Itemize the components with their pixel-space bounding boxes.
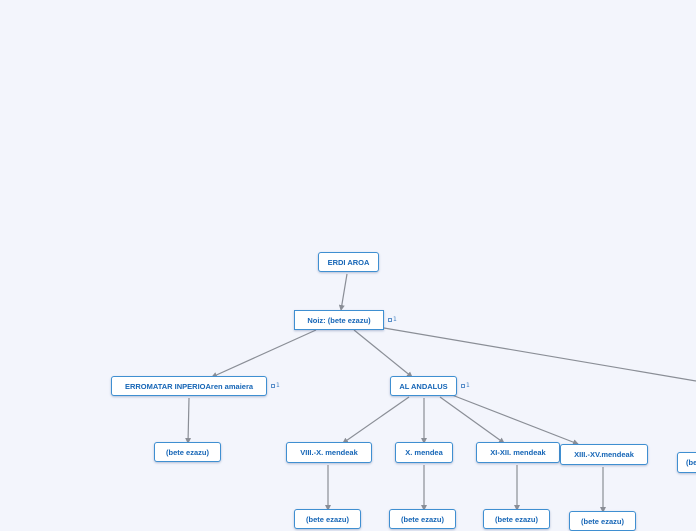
node-xiii-xv[interactable]: XIII.-XV.mendeak: [560, 444, 648, 465]
note-badge-erromatar[interactable]: 1: [271, 382, 280, 389]
node-viii-x-child[interactable]: (bete ezazu): [294, 509, 361, 529]
node-viii-x[interactable]: VIII.-X. mendeak: [286, 442, 372, 463]
connectors: [185, 273, 696, 513]
node-erdi-aroa[interactable]: ERDI AROA: [318, 252, 379, 272]
edge-alandalus-xixii: [439, 396, 505, 444]
mind-map-canvas: ERDI AROA Noiz: (bete ezazu) 1 ERROMATAR…: [111, 252, 696, 531]
edge-alandalus-viii: [342, 396, 410, 444]
note-icon: [388, 317, 392, 322]
note-badge-noiz[interactable]: 1: [388, 316, 397, 323]
note-icon: [461, 383, 465, 388]
note-count: 1: [393, 316, 397, 323]
node-xi-xii-child[interactable]: (bete ezazu): [483, 509, 550, 529]
edge-erromatar-child: [185, 397, 192, 444]
edge-noiz-erromatar: [211, 329, 317, 378]
note-icon: [271, 383, 275, 388]
edge-root-noiz: [338, 273, 348, 311]
node-xiii-xv-child[interactable]: (bete ezazu): [569, 511, 636, 531]
note-count: 1: [276, 382, 280, 389]
node-right-partial[interactable]: (be: [677, 452, 696, 473]
node-xi-xii[interactable]: XI-XII. mendeak: [476, 442, 560, 463]
node-noiz[interactable]: Noiz: (bete ezazu): [294, 310, 384, 330]
node-x[interactable]: X. mendea: [395, 442, 453, 463]
node-erromatar[interactable]: ERROMATAR INPERIOAren amaiera: [111, 376, 267, 396]
edge-noiz-alandalus: [353, 329, 413, 378]
edge-noiz-right: [383, 327, 696, 382]
note-count: 1: [466, 382, 470, 389]
edge-alandalus-xiiixv: [451, 394, 579, 445]
node-erromatar-child[interactable]: (bete ezazu): [154, 442, 221, 462]
node-al-andalus[interactable]: AL ANDALUS: [390, 376, 457, 396]
node-x-child[interactable]: (bete ezazu): [389, 509, 456, 529]
note-badge-al-andalus[interactable]: 1: [461, 382, 470, 389]
